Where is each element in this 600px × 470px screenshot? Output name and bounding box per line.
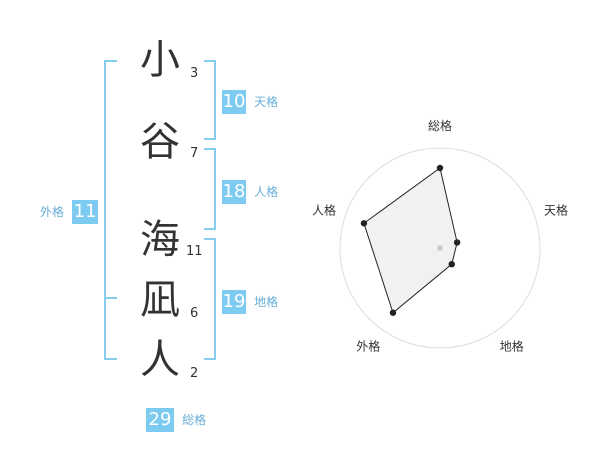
- radar-points: [360, 164, 461, 316]
- soukaku-group: 29 総格: [146, 408, 206, 432]
- tenkaku-label: 天格: [254, 95, 279, 109]
- gaikaku-group: 外格 11: [40, 200, 99, 224]
- radar-axis-label-3: 地格: [500, 339, 524, 354]
- radar-point-5: [360, 220, 368, 227]
- gaikaku-bracket: [104, 60, 117, 360]
- name-char-1: 小: [140, 37, 180, 83]
- name-char-2: 谷: [140, 119, 180, 165]
- name-char-5: 人: [140, 337, 180, 383]
- tenkaku-bracket: [204, 60, 216, 140]
- stroke-count-1: 3: [190, 66, 199, 81]
- chikaku-label: 地格: [254, 295, 279, 309]
- radar-axis-label-1: 総格: [428, 118, 452, 133]
- jinkaku-label: 人格: [254, 185, 279, 199]
- radar-axis-label-4: 外格: [356, 339, 380, 354]
- radar-center-dot: [437, 245, 443, 251]
- radar-axis-label-5: 人格: [312, 202, 336, 217]
- soukaku-label: 総格: [182, 413, 207, 427]
- gaikaku-label: 外格: [40, 205, 65, 219]
- stroke-count-3: 11: [186, 244, 203, 259]
- gaikaku-value: 11: [72, 200, 99, 224]
- gaikaku-divider: [104, 297, 117, 299]
- stroke-count-4: 6: [190, 306, 199, 321]
- stroke-count-2: 7: [190, 146, 199, 161]
- tenkaku-group: 10 天格: [222, 90, 278, 114]
- chikaku-value: 19: [222, 290, 246, 314]
- jinkaku-bracket: [204, 148, 216, 230]
- name-char-4: 凪: [140, 277, 180, 323]
- tenkaku-value: 10: [222, 90, 246, 114]
- chikaku-bracket: [204, 238, 216, 360]
- radar-axis-label-2: 天格: [544, 202, 568, 217]
- radar-point-3: [448, 260, 455, 268]
- radar-point-4: [389, 309, 397, 316]
- stroke-count-5: 2: [190, 366, 199, 381]
- soukaku-value: 29: [146, 408, 174, 432]
- radar-point-1: [436, 164, 444, 172]
- radar-polygon: [363, 167, 458, 314]
- name-char-3: 海: [140, 217, 180, 263]
- radar-point-2: [453, 239, 461, 246]
- chikaku-group: 19 地格: [222, 290, 278, 314]
- jinkaku-group: 18 人格: [222, 180, 278, 204]
- jinkaku-value: 18: [222, 180, 246, 204]
